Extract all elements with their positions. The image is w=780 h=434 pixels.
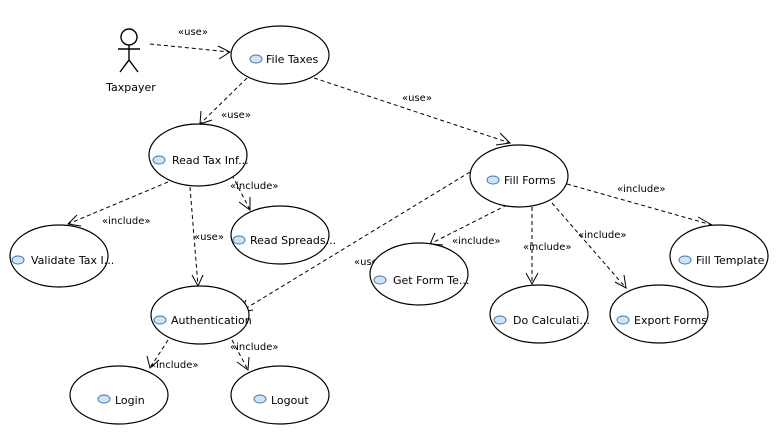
actor-taxpayer[interactable]: Taxpayer	[105, 28, 156, 94]
edge-fill-forms-export-forms	[551, 202, 627, 289]
use-case-icon	[153, 315, 167, 325]
use-case-icon	[232, 235, 246, 245]
relationship-labels: «use» «use» «use» «include» «include» «u…	[102, 27, 665, 371]
label-taxpayer-file-taxes: «use»	[178, 27, 208, 38]
use-case-label: Read Spreads...	[250, 234, 336, 247]
use-case-read-spreadsheet[interactable]: Read Spreads...	[230, 205, 336, 265]
arrowhead-export-forms	[614, 274, 627, 289]
arrowhead-do-calculations	[525, 272, 539, 286]
use-case-icon	[493, 315, 507, 325]
use-case-label: Get Form Te...	[393, 274, 469, 287]
use-case-read-tax-info[interactable]: Read Tax Inf...	[148, 123, 249, 187]
arrowhead-validate-tax	[66, 214, 82, 227]
label-read-tax-info-validate-tax: «include»	[102, 216, 150, 227]
label-file-taxes-fill-forms: «use»	[402, 93, 432, 104]
use-case-file-taxes[interactable]: File Taxes	[230, 25, 330, 85]
edge-read-tax-info-authentication	[189, 186, 199, 287]
use-case-label: Authentication	[171, 314, 252, 327]
edge-file-taxes-fill-forms	[313, 77, 511, 144]
use-case-label: Logout	[271, 394, 309, 407]
use-case-fill-forms[interactable]: Fill Forms	[469, 144, 569, 208]
arrowhead-fill-forms	[495, 132, 512, 146]
use-case-icon	[249, 54, 263, 64]
use-case-login[interactable]: Login	[69, 365, 169, 425]
use-case-get-form-template[interactable]: Get Form Te...	[369, 242, 469, 306]
arrowhead-read-spreadsheet	[238, 197, 251, 211]
label-fill-forms-do-calculations: «include»	[523, 242, 571, 253]
use-case-logout[interactable]: Logout	[230, 365, 330, 425]
use-case-icon	[253, 394, 267, 404]
stick-figure-icon	[118, 28, 140, 73]
edge-fill-forms-get-form-template	[429, 204, 508, 245]
label-read-tax-info-read-spreadsheet: «include»	[230, 181, 278, 192]
use-case-export-forms[interactable]: Export Forms	[609, 284, 709, 344]
use-case-icon	[11, 255, 25, 265]
label-read-tax-info-authentication: «use»	[194, 232, 224, 243]
arrowhead-logout	[236, 356, 250, 371]
use-case-validate-tax[interactable]: Validate Tax I...	[9, 224, 114, 288]
use-case-label: Do Calculati...	[513, 314, 590, 327]
arrowhead-login	[146, 355, 160, 369]
actor-label: Taxpayer	[105, 81, 156, 94]
use-case-label: Fill Template	[696, 254, 765, 267]
use-case-authentication[interactable]: Authentication	[150, 285, 252, 345]
use-case-fill-template[interactable]: Fill Template	[669, 224, 769, 288]
label-fill-forms-export-forms: «include»	[578, 230, 626, 241]
edge-file-taxes-read-tax-info	[199, 77, 248, 125]
label-fill-forms-fill-template: «include»	[617, 184, 665, 195]
label-authentication-login: «include»	[150, 360, 198, 371]
use-case-label: Fill Forms	[504, 174, 556, 187]
relationship-edges	[67, 43, 713, 371]
label-file-taxes-read-tax-info: «use»	[221, 110, 251, 121]
use-case-label: Login	[115, 394, 145, 407]
arrowhead-file-taxes	[217, 45, 232, 60]
use-case-label: Read Tax Inf...	[172, 154, 249, 167]
label-fill-forms-get-form-template: «include»	[452, 236, 500, 247]
use-case-icon	[152, 155, 166, 165]
edge-authentication-logout	[231, 339, 249, 371]
label-authentication-logout: «include»	[230, 342, 278, 353]
edge-fill-forms-authentication	[239, 171, 471, 313]
use-case-icon	[373, 275, 387, 285]
use-case-label: Validate Tax I...	[31, 254, 114, 267]
label-fill-forms-authentication: «use»	[354, 257, 384, 268]
use-case-icon	[616, 315, 630, 325]
edge-taxpayer-file-taxes	[149, 43, 231, 53]
use-case-icon	[97, 394, 111, 404]
edge-authentication-login	[149, 339, 169, 369]
use-case-label: Export Forms	[634, 314, 707, 327]
use-case-icon	[678, 255, 692, 265]
use-case-do-calculations[interactable]: Do Calculati...	[489, 284, 590, 344]
use-case-icon	[486, 175, 500, 185]
use-case-label: File Taxes	[266, 53, 318, 66]
